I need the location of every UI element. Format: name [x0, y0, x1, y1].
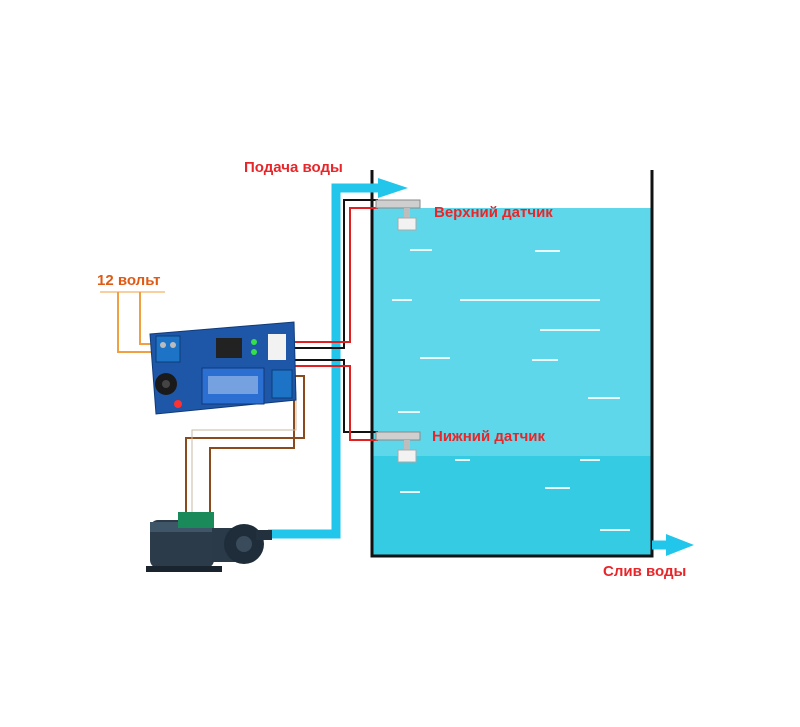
water-ripples	[392, 249, 630, 531]
tank-water-lower	[372, 456, 652, 556]
pump-wire-1	[185, 375, 305, 512]
lower-sensor-wire-red	[292, 365, 378, 441]
tank-outline	[370, 170, 654, 558]
power-label: 12 вольт	[97, 272, 161, 289]
lower-sensor-label: Нижний датчик	[432, 428, 546, 445]
pump-wire-3	[191, 391, 297, 512]
pump-icon	[146, 512, 272, 572]
power-wire-2	[117, 292, 160, 353]
upper-sensor-wire-red	[292, 207, 378, 343]
tank-water-upper	[372, 208, 652, 456]
controller-board-icon	[149, 321, 297, 415]
supply-arrow-icon	[378, 178, 408, 198]
drain-arrow-icon	[666, 534, 694, 556]
lower-sensor-icon	[375, 431, 421, 463]
water-drain-label: Слив воды	[603, 563, 687, 580]
upper-sensor-icon	[375, 199, 421, 231]
upper-sensor-label: Верхний датчик	[434, 204, 553, 221]
lower-sensor-wire-black	[292, 359, 378, 433]
water-supply-label: Подача воды	[244, 159, 343, 176]
upper-sensor-wire-black	[292, 199, 378, 349]
